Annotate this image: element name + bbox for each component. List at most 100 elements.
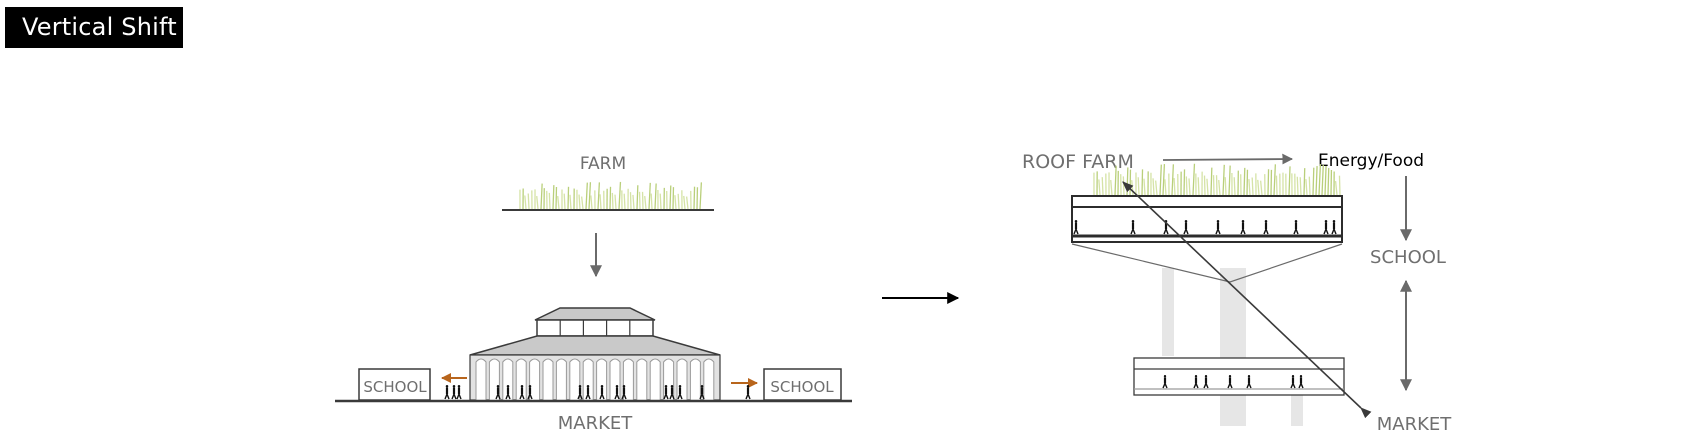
- pedestrian-icon: [1131, 220, 1135, 223]
- grass-blade: [654, 183, 657, 210]
- grass-blade: [1273, 164, 1277, 196]
- pedestrian-icon: [452, 385, 456, 388]
- grass-blade: [677, 193, 680, 210]
- grass-blade: [632, 194, 635, 210]
- pedestrian-leg: [579, 393, 583, 400]
- right-diagram: ROOF FARM Energy/Food SCHOOL MARKET: [1022, 151, 1452, 435]
- grass-blade: [1164, 179, 1167, 196]
- grass-blade: [644, 195, 647, 210]
- grass-blade: [1131, 180, 1134, 196]
- pedestrian-icon: [578, 385, 582, 388]
- grass-blade: [1299, 177, 1302, 196]
- left-diagram: FARM SCHOOL SCHOOL MARKET: [335, 154, 852, 434]
- ghost-column-1: [1162, 268, 1174, 356]
- school-label: SCHOOL: [1370, 247, 1446, 268]
- grass-blade: [567, 186, 570, 210]
- pedestrian-icon: [664, 385, 668, 388]
- pedestrian-icon: [1291, 375, 1295, 378]
- pedestrian-icon: [1074, 220, 1078, 223]
- pedestrian-leg: [1075, 228, 1079, 235]
- pedestrian-leg: [679, 393, 683, 400]
- grass-blade: [597, 182, 601, 210]
- grass-blade: [569, 194, 572, 210]
- grass-blade: [1122, 176, 1125, 196]
- grass-blade: [669, 185, 672, 210]
- pedestrian-icon: [746, 385, 750, 388]
- grass-blade: [699, 182, 703, 210]
- grass-blade: [524, 195, 527, 210]
- pedestrian-leg: [623, 393, 627, 400]
- grass-blade: [636, 185, 639, 210]
- grass-blade: [1185, 176, 1188, 196]
- grass-blade: [1203, 175, 1206, 196]
- grass-blade: [1312, 167, 1315, 196]
- pedestrian-leg: [529, 393, 533, 400]
- grass-blade: [1259, 180, 1263, 196]
- grass-blade: [1137, 177, 1140, 196]
- grass-blade: [1126, 167, 1129, 196]
- market-label: MARKET: [558, 413, 634, 434]
- lower-market-volume: [1133, 357, 1345, 396]
- upper-funnel-lines: [1071, 243, 1343, 283]
- ghost-column-2: [1220, 268, 1246, 426]
- pedestrian-icon: [600, 385, 604, 388]
- pedestrian-icon: [1247, 375, 1251, 378]
- grass-blade: [1183, 169, 1186, 196]
- pedestrian-icon: [1204, 375, 1208, 378]
- grass-blade: [548, 192, 551, 210]
- market-building: [469, 307, 721, 401]
- market-main-roof: [469, 335, 721, 356]
- market-arch: [582, 358, 594, 400]
- market-arch: [703, 358, 715, 400]
- grass-blade: [659, 193, 662, 210]
- grass-blade: [650, 193, 653, 210]
- market-arch: [542, 358, 554, 400]
- market-arch: [475, 358, 487, 400]
- grass-blade: [685, 196, 689, 210]
- energy-food-label: Energy/Food: [1318, 151, 1424, 171]
- market-arch: [636, 358, 648, 400]
- pedestrian-icon: [678, 385, 682, 388]
- grass-blade: [611, 192, 614, 210]
- grass-blade: [1233, 177, 1236, 196]
- pedestrian-icon: [1299, 375, 1303, 378]
- grass-blade: [1288, 166, 1291, 196]
- grass-blade: [1222, 164, 1225, 196]
- market-people: [495, 385, 705, 400]
- grass-blade: [1308, 176, 1311, 196]
- pedestrian-leg: [453, 393, 457, 400]
- grass-blade: [599, 194, 602, 210]
- pedestrian-leg: [747, 393, 751, 400]
- grass-blade: [1296, 176, 1299, 196]
- grass-blade: [1228, 165, 1231, 196]
- market-arch: [676, 358, 688, 400]
- grass-blade: [578, 194, 581, 210]
- farm-grass: [519, 181, 703, 210]
- grass-blade: [648, 182, 651, 210]
- pedestrian-icon: [445, 385, 449, 388]
- market-arch: [555, 358, 567, 400]
- pedestrian-leg: [616, 393, 620, 400]
- grass-blade: [1188, 178, 1191, 196]
- upper-school-volume: [1071, 195, 1343, 283]
- market-label-right: MARKET: [1377, 414, 1453, 435]
- grass-blade: [585, 182, 588, 210]
- grass-blade: [1098, 179, 1101, 196]
- grass-blade: [563, 193, 566, 210]
- grass-blade: [1303, 168, 1306, 196]
- pedestrian-icon: [1332, 220, 1336, 223]
- farm-label: FARM: [580, 154, 626, 174]
- pedestrian-leg: [601, 393, 605, 400]
- grass-blade: [1192, 163, 1196, 196]
- market-clerestory: [536, 319, 654, 337]
- diagonal-double-arrow-icon: [1122, 181, 1372, 419]
- market-arches: [475, 358, 715, 400]
- grass-blade: [1197, 177, 1200, 196]
- market-arch: [689, 358, 701, 400]
- grass-blade: [1251, 177, 1254, 196]
- grass-blade: [609, 186, 612, 210]
- market-arch: [529, 358, 541, 400]
- pedestrian-leg: [458, 393, 462, 400]
- pedestrian-icon: [1184, 220, 1188, 223]
